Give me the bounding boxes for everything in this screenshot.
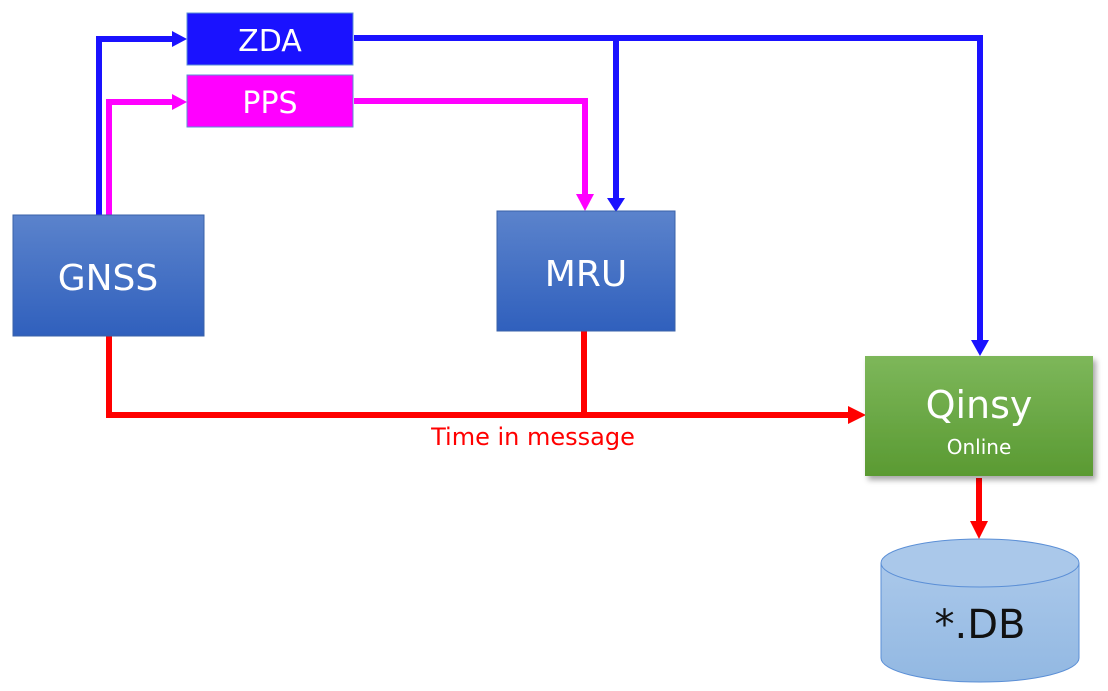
pps-connector-lines: [106, 94, 594, 215]
pps-to-mru-arrowhead: [576, 194, 594, 211]
gnss-to-zda-line: [96, 36, 174, 215]
gnss-box: [12, 214, 205, 337]
qinsy-box: [865, 356, 1093, 476]
mru-node[interactable]: MRU: [496, 210, 676, 332]
gnss-to-qinsy-line: [106, 336, 850, 418]
database-cylinder-body: [880, 563, 1080, 683]
database-cylinder-top: [880, 538, 1080, 588]
zda-connector-lines: [96, 31, 989, 356]
pps-box: [186, 74, 354, 128]
time-in-message-label: Time in message: [430, 423, 635, 451]
zda-to-mru-arrowhead: [607, 198, 625, 212]
gnss-to-pps-arrowhead: [172, 94, 187, 110]
zda-box: [186, 12, 354, 66]
mru-label: MRU: [545, 254, 627, 295]
zda-label: ZDA: [238, 24, 302, 59]
gnss-node[interactable]: GNSS: [12, 214, 205, 337]
gnss-label: GNSS: [58, 258, 159, 299]
pps-node[interactable]: PPS: [186, 74, 354, 128]
message-connector-lines: [106, 331, 988, 539]
qinsy-node[interactable]: Qinsy Online: [865, 356, 1093, 476]
zda-node[interactable]: ZDA: [186, 12, 354, 66]
pps-label: PPS: [242, 86, 297, 121]
qinsy-sublabel: Online: [947, 435, 1012, 459]
database-node[interactable]: *.DB: [880, 538, 1080, 683]
zda-to-qinsy-line: [354, 35, 983, 343]
qinsy-to-db-arrowhead: [970, 521, 988, 539]
database-label: *.DB: [935, 602, 1026, 648]
qinsy-label: Qinsy: [926, 383, 1033, 427]
gnss-to-pps-line: [106, 99, 174, 215]
message-to-qinsy-arrowhead: [848, 406, 866, 424]
gnss-to-zda-arrowhead: [172, 31, 187, 47]
mru-box: [496, 210, 676, 332]
pps-to-mru-line: [354, 98, 588, 196]
zda-to-qinsy-arrowhead: [971, 340, 989, 356]
